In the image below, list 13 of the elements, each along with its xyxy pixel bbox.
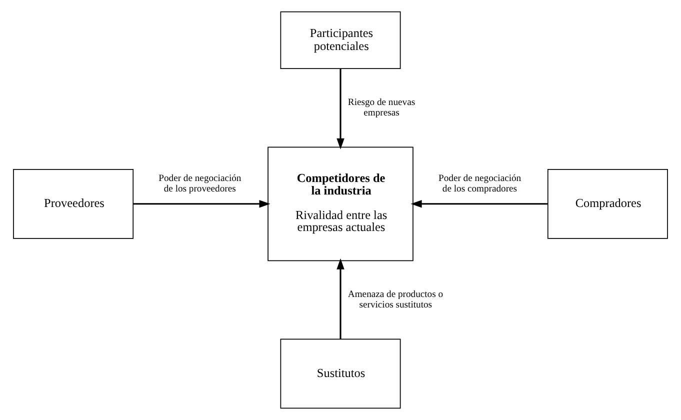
arrow <box>133 200 270 208</box>
edge-label: Poder de negociación de los proveedores <box>158 173 242 194</box>
edge-label: Riesgo de nuevas empresas <box>348 97 416 119</box>
edge-label: Poder de negociación de los compradores <box>438 173 522 194</box>
node-box: Participantes potenciales <box>280 11 401 69</box>
node-box: Competidores de la industria Rivalidad entre las empresas actuales <box>268 146 414 262</box>
arrow <box>336 68 344 150</box>
node-box: Proveedores <box>13 168 134 239</box>
edge-label: Amenaza de productos o servicios sustitutos <box>348 289 444 311</box>
node-box: Compradores <box>547 168 668 239</box>
arrow <box>410 200 548 208</box>
arrow <box>336 258 344 340</box>
node-box: Sustitutos <box>280 338 401 409</box>
